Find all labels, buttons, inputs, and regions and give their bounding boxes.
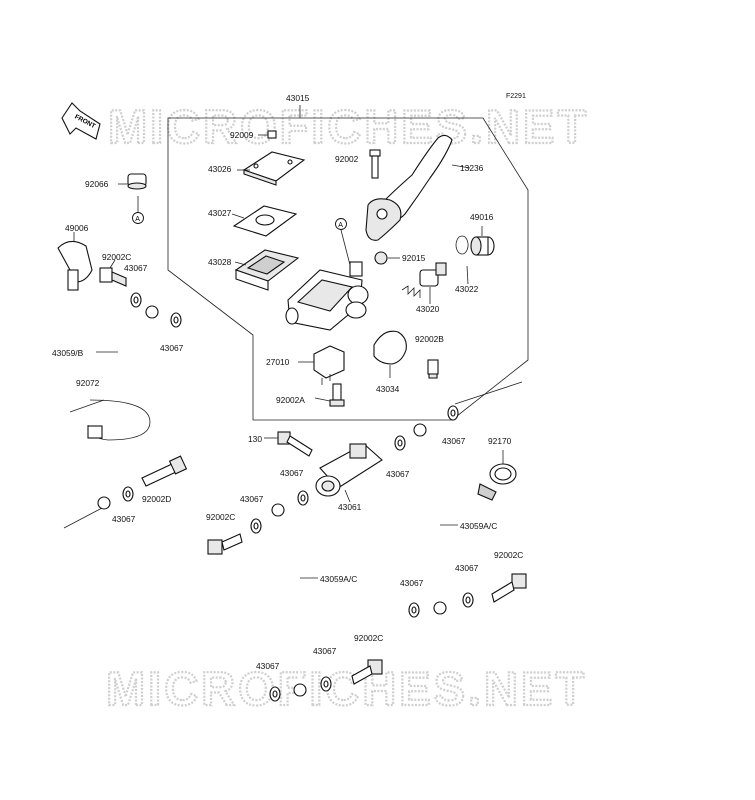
label-92002C-lower: 92002C [354, 633, 383, 643]
label-43067-a: 43067 [124, 263, 148, 273]
brake-hose-43059AC-center [271, 503, 318, 697]
washer-43067-g [447, 405, 459, 421]
reservoir-cap-43026 [237, 151, 306, 186]
washer-43067-a [130, 292, 142, 308]
watermark-bottom: MICROFICHES.NET [106, 662, 587, 715]
label-130: 130 [248, 434, 262, 444]
washer-43067-d [297, 490, 309, 506]
circlip-43022 [455, 235, 469, 285]
screw-92002A [314, 383, 345, 407]
brake-hose-43059B [96, 305, 159, 510]
label-43067-g: 43067 [442, 436, 466, 446]
label-92002C-right: 92002C [494, 550, 523, 560]
label-49006: 49006 [65, 223, 89, 233]
brake-switch-27010 [298, 345, 345, 385]
label-92066: 92066 [85, 179, 109, 189]
label-43022: 43022 [455, 284, 479, 294]
label-13236: 13236 [460, 163, 484, 173]
washer-43067-c [122, 486, 134, 502]
label-92002A: 92002A [276, 395, 305, 405]
label-43028: 43028 [208, 257, 232, 267]
label-43059AC-center: 43059A/C [320, 574, 357, 584]
ref-marker-a-assembly: A [335, 218, 351, 266]
label-43020: 43020 [416, 304, 440, 314]
piston-43020 [401, 262, 447, 304]
banjo-bolt-92002C-lower [351, 659, 383, 685]
label-92002B: 92002B [415, 334, 444, 344]
joint-43061 [315, 443, 383, 503]
label-43067-b: 43067 [160, 343, 184, 353]
label-43067-h: 43067 [256, 661, 280, 671]
label-43067-d: 43067 [280, 468, 304, 478]
nut-92015 [374, 251, 400, 265]
hose-boot-49006 [57, 232, 93, 291]
washer-43067-j [408, 602, 420, 618]
washer-43067-e [394, 435, 406, 451]
label-92072: 92072 [76, 378, 100, 388]
clamp-92170 [477, 450, 517, 501]
brake-hose-43059AC-right [413, 423, 458, 615]
banjo-bolt-92002C-center [207, 533, 243, 555]
washer-43067-k [462, 592, 474, 608]
pivot-bolt-92002 [369, 149, 381, 179]
washer-43067-f [250, 518, 262, 534]
clamp-holder-43034 [373, 330, 407, 378]
label-43067-i: 43067 [313, 646, 337, 656]
washer-43067-i [320, 676, 332, 692]
watermark-top: MICROFICHES.NET [108, 100, 589, 153]
label-43067-k: 43067 [455, 563, 479, 573]
label-92002: 92002 [335, 154, 359, 164]
label-92002C-center: 92002C [206, 512, 235, 522]
front-arrow-icon: FRONT [61, 102, 101, 140]
washer-43067-b [170, 312, 182, 328]
banjo-bolt-92002C-right [491, 573, 527, 603]
label-92170: 92170 [488, 436, 512, 446]
label-43034: 43034 [376, 384, 400, 394]
hose-clamp-92072 [69, 399, 151, 441]
ref-marker-a-left: A [132, 196, 144, 224]
label-43061: 43061 [338, 502, 362, 512]
figure-code: F2291 [506, 93, 526, 100]
diaphragm-43028 [234, 249, 300, 291]
label-43015: 43015 [286, 93, 310, 103]
label-49016: 49016 [470, 212, 494, 222]
banjo-bolt-92002C-left [99, 259, 127, 287]
label-43067-e: 43067 [386, 469, 410, 479]
bolt-92002B [427, 359, 439, 379]
label-43027: 43027 [208, 208, 232, 218]
master-cylinder-body [285, 261, 369, 331]
svg-text:A: A [135, 216, 140, 223]
label-92002C-left: 92002C [102, 252, 131, 262]
label-92009: 92009 [230, 130, 254, 140]
svg-text:A: A [338, 222, 343, 229]
bolt-130 [264, 431, 313, 457]
screw-92009 [258, 130, 277, 139]
label-43026: 43026 [208, 164, 232, 174]
label-27010: 27010 [266, 357, 290, 367]
brake-lever-13236 [365, 134, 471, 241]
label-43059B: 43059/B [52, 348, 84, 358]
label-43067-j: 43067 [400, 578, 424, 588]
label-43067-c: 43067 [112, 514, 136, 524]
label-43059AC-right: 43059A/C [460, 521, 497, 531]
cap-92066 [118, 173, 147, 190]
label-92002D: 92002D [142, 494, 171, 504]
label-92015: 92015 [402, 253, 426, 263]
diaphragm-plate-43027 [231, 205, 298, 237]
dust-boot-49016 [470, 226, 495, 256]
bolt-92002D [141, 455, 188, 487]
label-43067-f: 43067 [240, 494, 264, 504]
washer-43067-h [269, 686, 281, 702]
